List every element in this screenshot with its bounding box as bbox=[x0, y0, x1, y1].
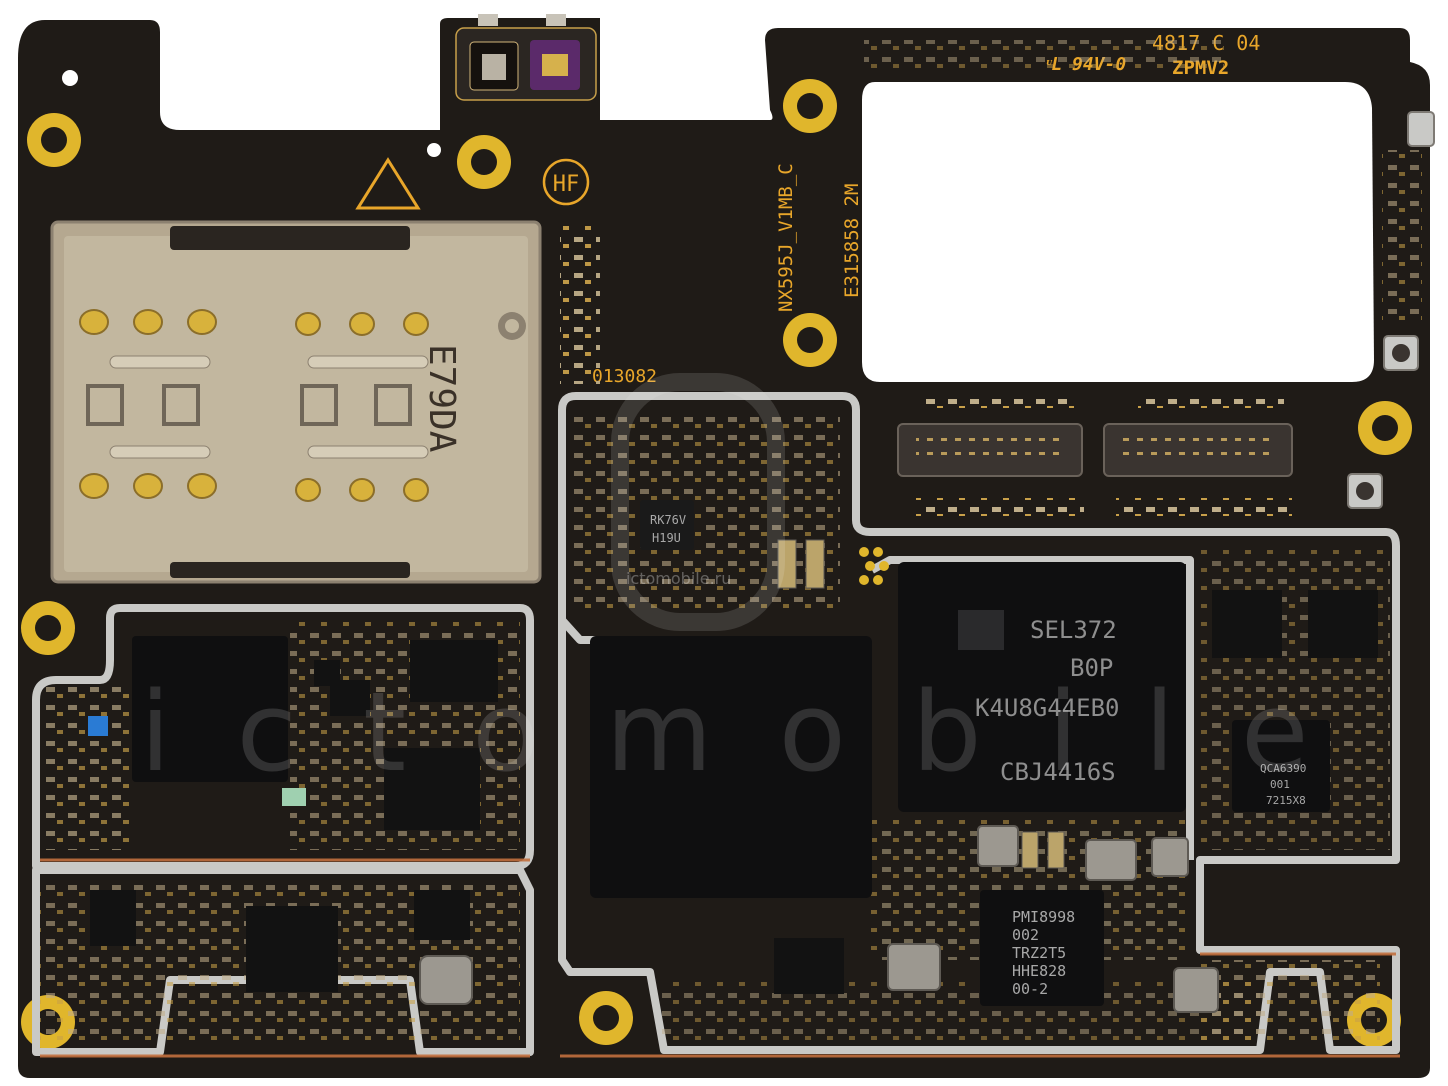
model-text: NX595J_V1MB_C bbox=[775, 163, 797, 312]
pmic-line-5: 00-2 bbox=[1012, 980, 1048, 998]
watermark: ictomobile ictomobile.ru bbox=[140, 373, 1375, 796]
wifi-line-3: 7215X8 bbox=[1266, 794, 1306, 807]
rk-line-1: RK76V bbox=[650, 513, 686, 527]
camera-cutout bbox=[862, 82, 1374, 382]
blue-component bbox=[88, 716, 108, 736]
wifi-chip: QCA6390 001 7215X8 bbox=[1232, 720, 1330, 812]
esd-warning-icon bbox=[355, 157, 421, 210]
ram-line-4: CBJ4416S bbox=[1000, 758, 1116, 786]
btb-connectors bbox=[897, 392, 1293, 516]
svg-text:ictomobile: ictomobile bbox=[140, 668, 1375, 796]
pmic-line-1: PMI8998 bbox=[1012, 908, 1075, 926]
emmc-chip bbox=[132, 636, 288, 782]
svg-text:ictomobile.ru: ictomobile.ru bbox=[626, 569, 731, 588]
pmic-line-2: 002 bbox=[1012, 926, 1039, 944]
hf-mark-label: HF bbox=[553, 172, 580, 197]
wifi-line-1: QCA6390 bbox=[1260, 762, 1306, 775]
rk-line-2: H19U bbox=[652, 531, 681, 545]
sim-tray-marking: E79DA bbox=[421, 344, 462, 453]
wifi-line-2: 001 bbox=[1270, 778, 1290, 791]
sim-tray: E79DA bbox=[50, 220, 542, 584]
ram-line-2: B0P bbox=[1070, 654, 1113, 682]
soc-chip bbox=[590, 636, 872, 898]
green-component bbox=[282, 788, 306, 806]
hf-mark bbox=[542, 158, 590, 206]
pmic-line-3: TRZ2T5 bbox=[1012, 944, 1066, 962]
serial-text: E315858 2M bbox=[841, 184, 863, 298]
ram-line-3: K4U8G44EB0 bbox=[975, 694, 1120, 722]
pmic-chip: PMI8998 002 TRZ2T5 HHE828 00-2 bbox=[980, 890, 1104, 1006]
pmic-line-4: HHE828 bbox=[1012, 962, 1066, 980]
ram-line-1: SEL372 bbox=[1030, 616, 1117, 644]
lot-text: 013082 bbox=[592, 366, 657, 387]
rk-chip: RK76V H19U bbox=[640, 500, 694, 550]
ram-chip: SEL372 B0P K4U8G44EB0 CBJ4416S bbox=[898, 562, 1186, 812]
